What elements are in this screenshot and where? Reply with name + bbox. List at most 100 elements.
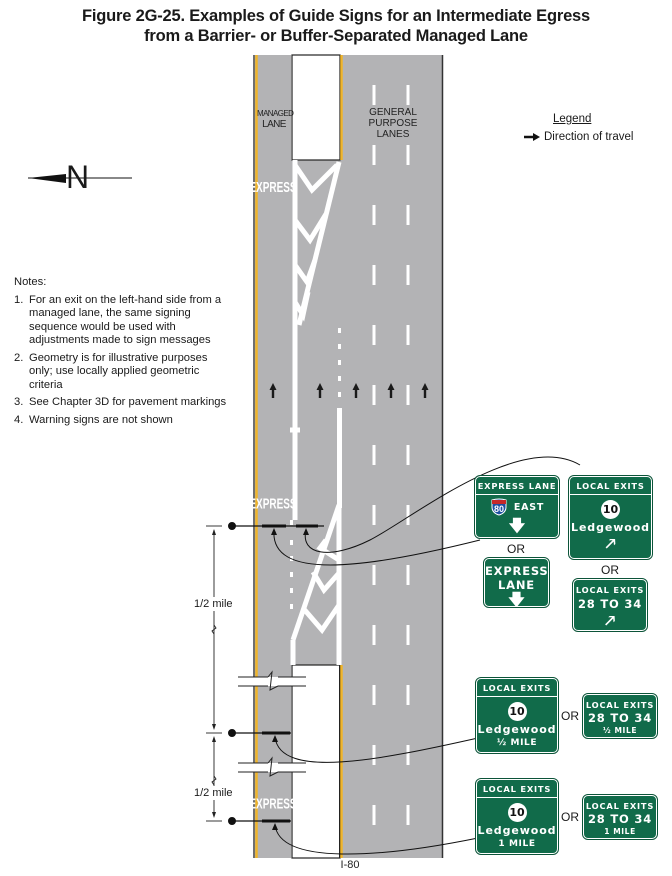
or-label: OR [561,810,579,824]
lane-dash [372,205,376,225]
lane-dash [406,565,410,585]
sign-line-2: 28 TO 34 [587,812,653,826]
legend: Legend Direction of travel [524,113,633,143]
gp-lanes-label: GENERAL PURPOSE LANES [358,107,428,140]
note-text: See Chapter 3D for pavement markings [29,396,227,408]
up-right-arrow-icon: 🡕 [605,534,616,553]
lane-dash [406,205,410,225]
pavement-word-express-3: EXPRESS [249,794,296,812]
lane-dash [406,145,410,165]
barrier-upper [291,54,341,161]
north-arrow-icon [28,174,132,183]
legend-heading: Legend [553,113,592,125]
leader-one-mile [274,824,479,855]
direction-arrow-icon [316,383,324,398]
lane-dash [372,385,376,405]
or-label: OR [601,563,619,577]
lane-dash [406,505,410,525]
lane-dash [372,325,376,345]
leader-lines [273,456,581,855]
break-symbol-1 [238,670,334,691]
down-arrow-icon: 🡇 [508,590,525,609]
lane-dash [406,265,410,285]
sign-band: LOCAL EXITS [477,679,557,697]
gp-label-line-1: GENERAL [369,107,417,118]
leader-local-exits-exit [304,456,581,553]
gp-label-line-2: PURPOSE [368,118,418,129]
lane-dash [372,565,376,585]
lane-dash [406,745,410,765]
dotted-extension-upper [338,328,341,397]
leader-express-lane [273,529,481,566]
direction-arrows [269,383,429,398]
sign-distance: ½ MILE [602,726,638,735]
lane-dash [406,325,410,345]
leader-arrowheads [271,528,309,830]
sign-direction: EAST [513,501,545,513]
sign-band: EXPRESS LANE [476,477,558,495]
lane-dash [372,805,376,825]
sign-distance: 1 MILE [498,839,536,849]
pavement-word-express-2: EXPRESS [249,494,296,512]
dimension-arrowheads [212,529,216,818]
lower-gore-markings [290,504,342,665]
figure-title: Figure 2G-25. Examples of Guide Signs fo… [0,6,672,46]
note-item: 2. Geometry is for illustrative purposes … [14,352,234,393]
buffer-area-pavement [291,160,341,665]
legend-item-direction: Direction of travel [524,131,633,143]
dimension-label-first: 1/2 mile [194,597,233,611]
shield-number: 80 [494,504,504,514]
lane-dash [406,685,410,705]
notes: Notes: 1.For an exit on the left-hand si… [14,276,234,431]
sign-local-exits-28-34-exit: LOCAL EXITS 28 TO 34 🡕 [572,578,648,632]
sign-band: LOCAL EXITS [570,477,651,495]
sign-line-2: LANE [498,578,535,592]
lane-dash [372,445,376,465]
sign-express-lane-plain: EXPRESS LANE 🡇 [483,557,550,609]
lane-dash [372,85,376,105]
note-item: 1.For an exit on the left-hand side from… [14,294,234,348]
or-label: OR [507,542,525,556]
route-marker: 10 [601,500,620,519]
pavement-words: EXPRESS EXPRESS EXPRESS [249,178,296,812]
title-line-1: Figure 2G-25. Examples of Guide Signs fo… [81,7,590,25]
route-marker: 10 [507,803,527,822]
lane-dash [406,625,410,645]
or-label: OR [561,709,579,723]
sign-express-lane-i80: EXPRESS LANE 80 EAST 🡇 [474,475,560,539]
direction-arrow-icon [352,383,360,398]
note-text: For an exit on the left-hand side from a… [29,293,222,347]
sign-distance: ½ MILE [496,738,538,748]
sign-local-exits-10-one-mile: LOCAL EXITS 10 Ledgewood 1 MILE [475,778,559,855]
direction-arrow-icon [524,133,540,141]
lane-dash [372,625,376,645]
interstate-shield-icon: 80 [491,498,507,516]
sign-line-1: LOCAL EXITS [585,700,655,710]
note-number: 4. [14,413,24,426]
north-label: N [66,159,90,195]
lane-dash [406,805,410,825]
gp-solid-line [337,408,342,508]
sign-line-2: 28 TO 34 [577,597,643,611]
sign-line-1: EXPRESS [485,564,549,578]
dimension-label-second: 1/2 mile [194,786,233,800]
sign-locations [228,522,324,825]
managed-lane-pavement [255,55,291,858]
managed-lane-label-line-2: LANE [262,119,286,130]
sign-destination: Ledgewood [477,824,557,837]
title-line-2: from a Barrier- or Buffer-Separated Mana… [144,27,528,45]
route-label: I-80 [340,859,360,871]
down-arrow-icon: 🡇 [508,516,526,535]
sign-line-1: LOCAL EXITS [585,801,655,811]
sign-line-2: 28 TO 34 [587,711,653,725]
sign-band: LOCAL EXITS [477,780,557,798]
lane-dash [406,385,410,405]
note-number: 2. [14,351,24,364]
sign-distance: 1 MILE [604,827,636,836]
lane-dash [372,745,376,765]
note-item: 3.See Chapter 3D for pavement markings [14,396,234,410]
dimension-lines [206,525,222,822]
note-text: Geometry is for illustrative purposes on… [29,351,208,391]
route-marker: 10 [507,702,527,721]
